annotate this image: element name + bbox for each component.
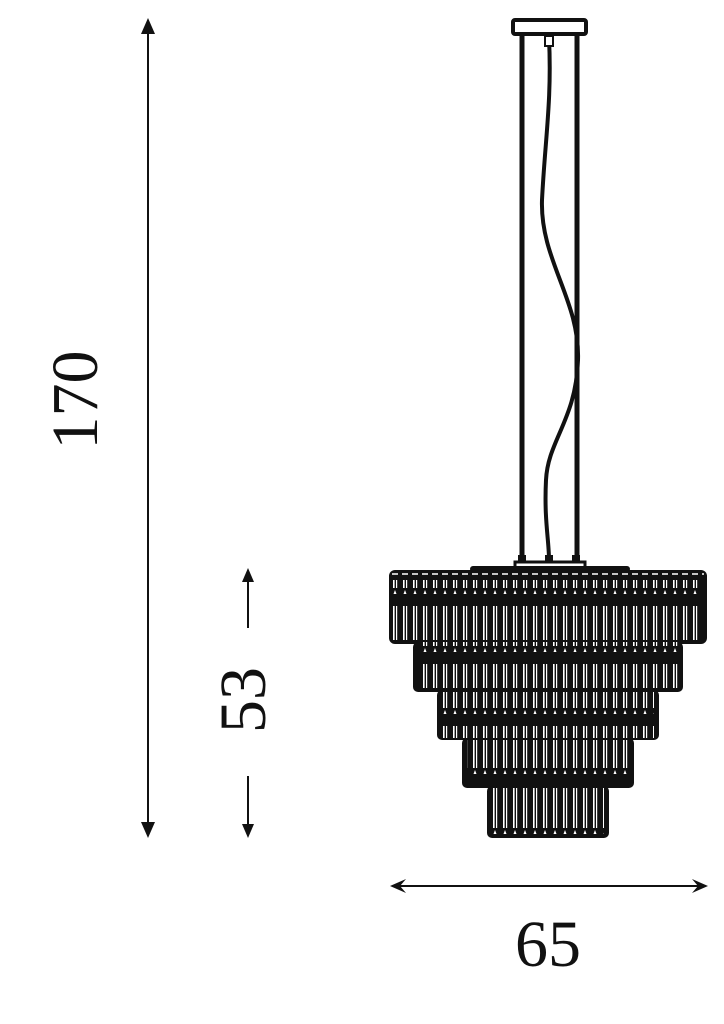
body-height-dimension-line (242, 568, 254, 838)
top-plate (470, 555, 630, 572)
overall-height-dimension-line (141, 18, 155, 838)
tier-4 (462, 738, 634, 788)
ceiling-canopy (511, 18, 588, 36)
width-dimension-line (390, 879, 708, 893)
cable-grip (544, 35, 554, 47)
tier-5 (487, 786, 609, 838)
tier-3 (437, 690, 659, 740)
body-height-label: 53 (207, 667, 280, 733)
power-cable (539, 37, 581, 561)
tier-1 (389, 570, 707, 644)
width-label: 65 (515, 908, 581, 981)
overall-height-label: 170 (39, 350, 112, 450)
suspension-rods (519, 34, 580, 560)
tier-2 (413, 642, 683, 692)
